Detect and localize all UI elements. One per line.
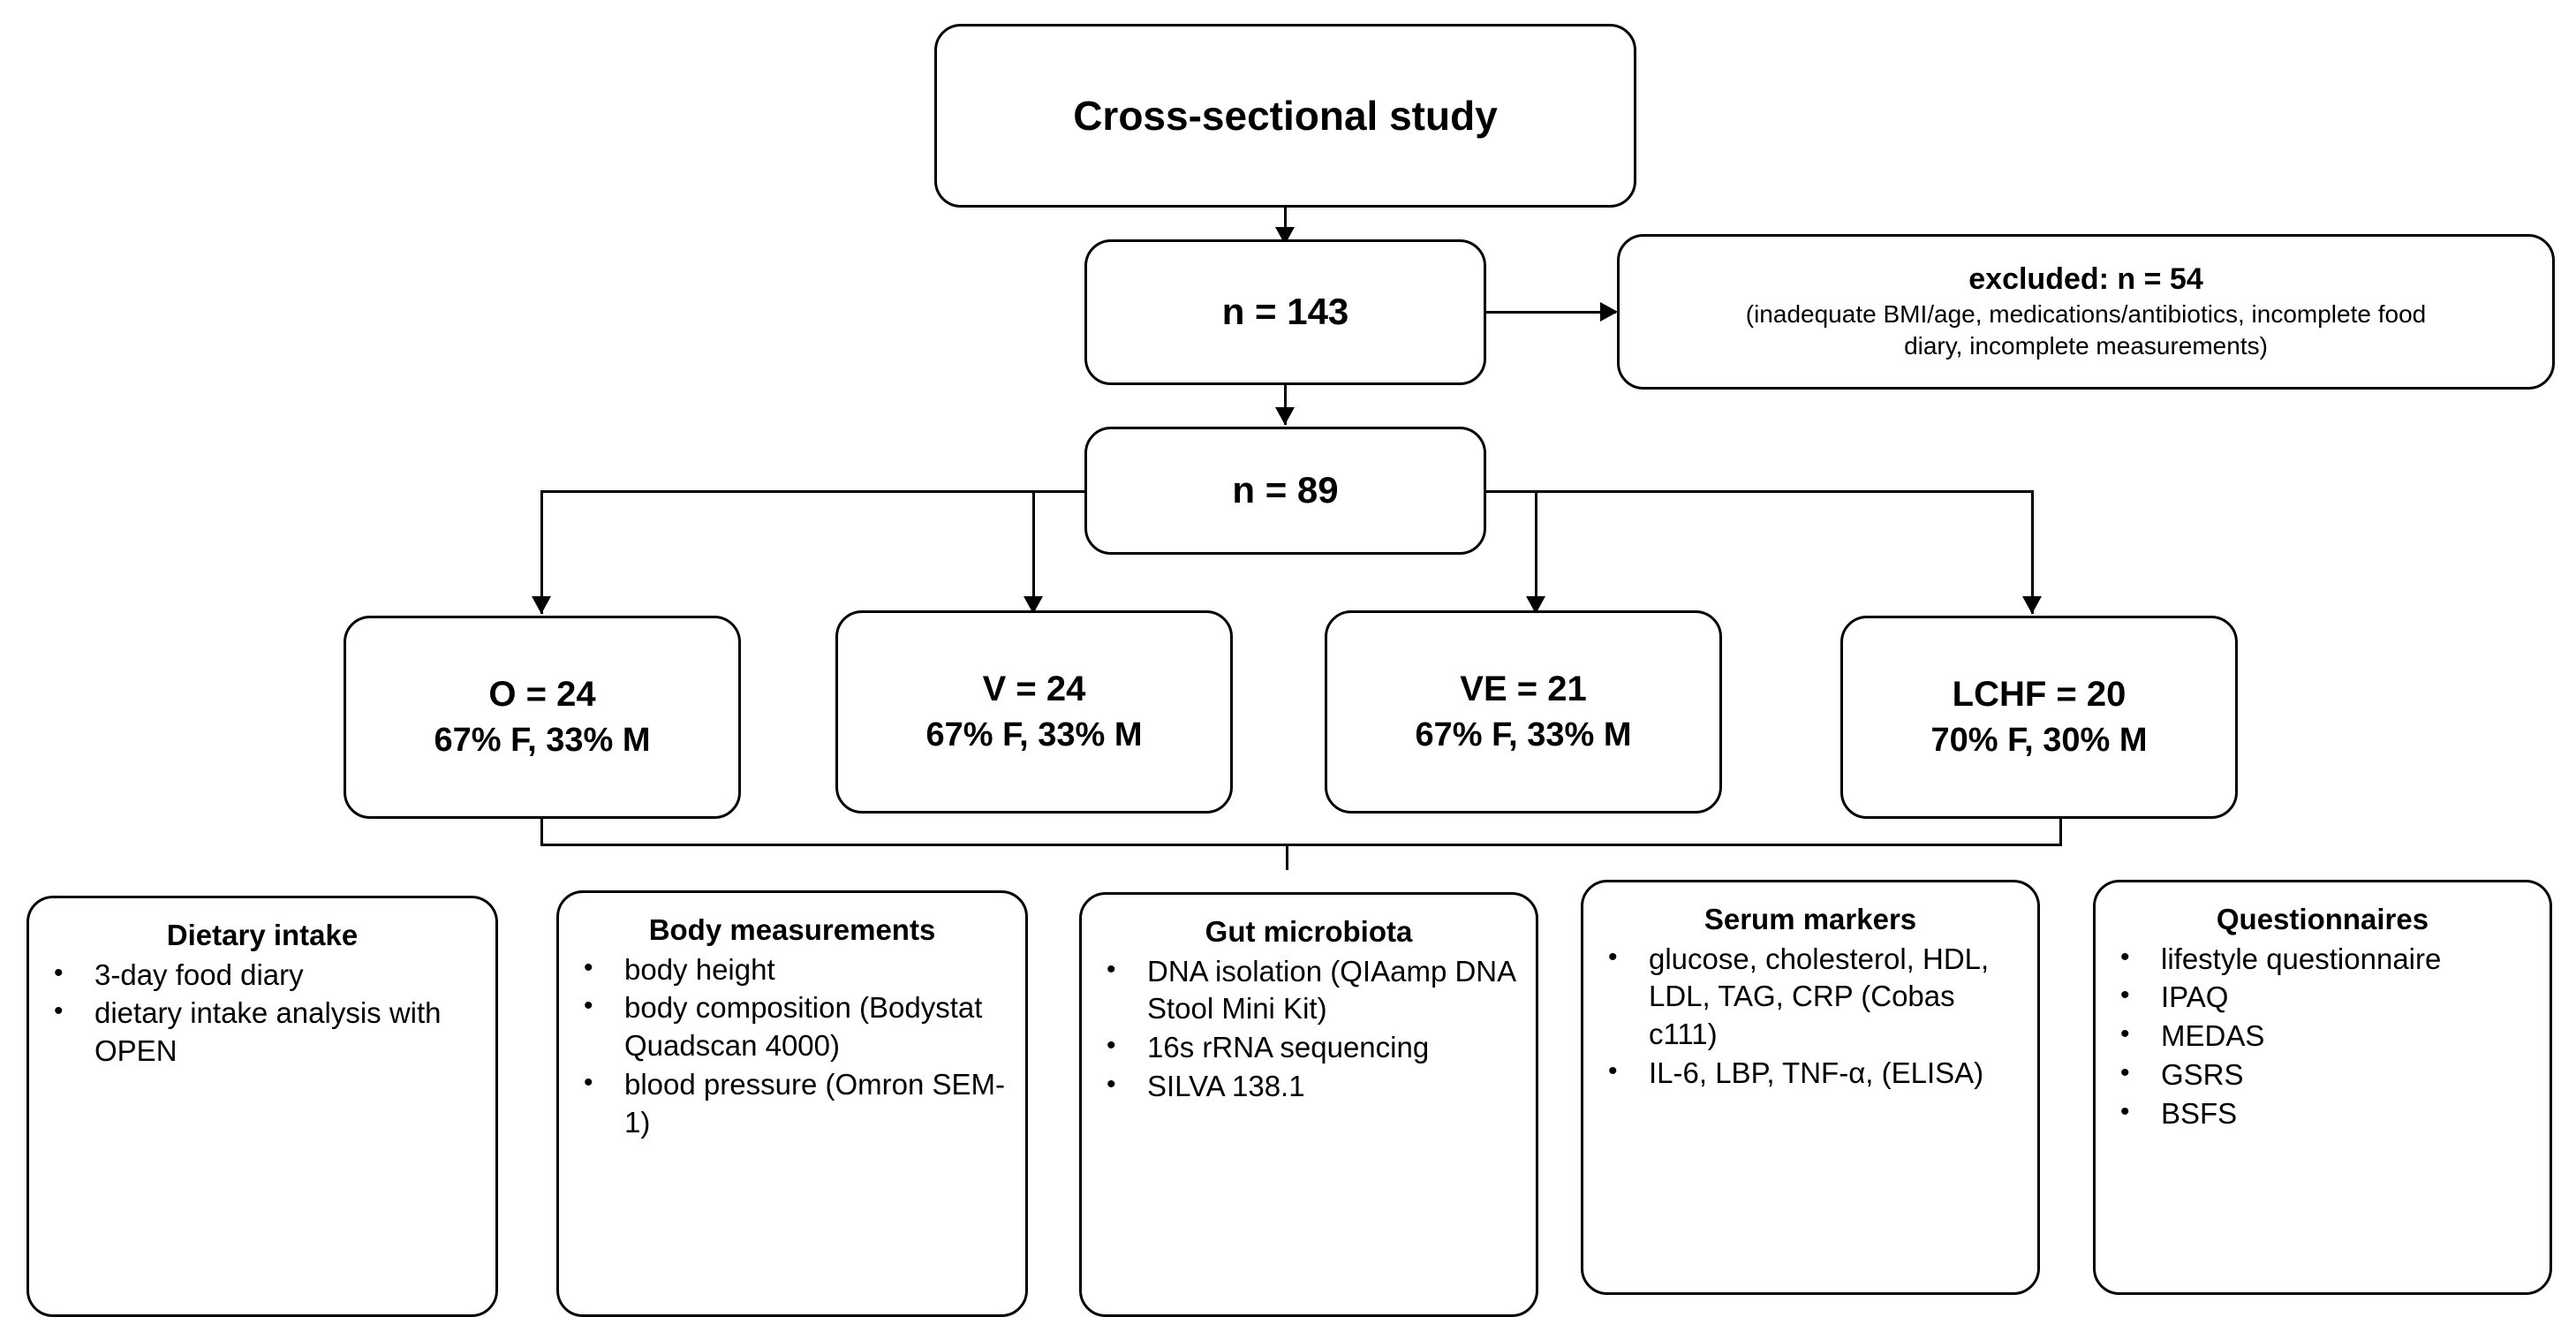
list-item: glucose, cholesterol, HDL, LDL, TAG, CRP… xyxy=(1603,940,2025,1055)
list-item: IPAQ xyxy=(2115,978,2537,1017)
node-excluded-detail-line1: (inadequate BMI/age, medications/antibio… xyxy=(1745,299,2427,328)
edge-bracket-center-drop xyxy=(1286,844,1288,870)
panel-questionnaires: Questionnaires lifestyle questionnaire I… xyxy=(2093,880,2552,1295)
panel-questionnaires-list: lifestyle questionnaire IPAQ MEDAS GSRS … xyxy=(2096,940,2550,1134)
edge-enrolled-to-excluded xyxy=(1486,311,1616,314)
group-box-o-name: O = 24 xyxy=(488,675,596,715)
list-item: SILVA 138.1 xyxy=(1101,1067,1523,1106)
panel-serum-markers-heading: Serum markers xyxy=(1703,903,1917,935)
list-item: blood pressure (Omron SEM-1) xyxy=(578,1065,1013,1142)
group-box-ve-name: VE = 21 xyxy=(1460,670,1587,709)
edge-fanout-right-horizontal xyxy=(1484,490,2034,493)
group-box-o-sex-split: 67% F, 33% M xyxy=(434,722,651,760)
group-box-lchf-name: LCHF = 20 xyxy=(1952,675,2127,715)
list-item: dietary intake analysis with OPEN xyxy=(49,994,483,1071)
group-box-v: V = 24 67% F, 33% M xyxy=(835,610,1233,814)
list-item: GSRS xyxy=(2115,1056,2537,1094)
list-item: IL-6, LBP, TNF-α, (ELISA) xyxy=(1603,1054,2025,1093)
node-enrolled-143-label: n = 143 xyxy=(1221,291,1349,333)
node-excluded-detail-line2: diary, incomplete measurements) xyxy=(1904,332,2268,360)
group-box-ve-sex-split: 67% F, 33% M xyxy=(1415,716,1632,754)
node-included-89: n = 89 xyxy=(1084,427,1486,555)
edge-fanout-to-group-o xyxy=(540,490,543,614)
arrowhead-enrolled-to-excluded xyxy=(1600,302,1618,322)
edge-fanout-left-horizontal xyxy=(540,490,1086,493)
edge-bracket-right-stub xyxy=(2059,819,2062,845)
list-item: body height xyxy=(578,950,1013,989)
arrowhead-fanout-to-group-o xyxy=(532,596,551,614)
edge-study-to-enrolled xyxy=(1284,208,1287,246)
group-box-v-sex-split: 67% F, 33% M xyxy=(925,716,1143,754)
list-item: DNA isolation (QIAamp DNA Stool Mini Kit… xyxy=(1101,952,1523,1029)
edge-bracket-horizontal xyxy=(540,844,2062,846)
arrowhead-fanout-to-group-v xyxy=(1024,596,1043,614)
group-box-ve: VE = 21 67% F, 33% M xyxy=(1325,610,1722,814)
list-item: body composition (Bodystat Quadscan 4000… xyxy=(578,988,1013,1065)
list-item: BSFS xyxy=(2115,1094,2537,1133)
panel-serum-markers-list: glucose, cholesterol, HDL, LDL, TAG, CRP… xyxy=(1583,940,2037,1094)
panel-body-measurements-heading: Body measurements xyxy=(648,913,936,946)
node-excluded: excluded: n = 54 (inadequate BMI/age, me… xyxy=(1617,234,2555,390)
edge-bracket-left-stub xyxy=(540,819,543,845)
edge-fanout-to-group-lchf xyxy=(2031,490,2034,614)
list-item: 16s rRNA sequencing xyxy=(1101,1028,1523,1067)
list-item: MEDAS xyxy=(2115,1017,2537,1056)
node-cross-sectional-study: Cross-sectional study xyxy=(934,24,1636,208)
panel-questionnaires-heading: Questionnaires xyxy=(2216,903,2429,935)
arrowhead-fanout-to-group-lchf xyxy=(2022,596,2042,614)
panel-gut-microbiota: Gut microbiota DNA isolation (QIAamp DNA… xyxy=(1079,892,1538,1317)
panel-gut-microbiota-heading: Gut microbiota xyxy=(1205,915,1413,948)
node-excluded-heading: excluded: n = 54 xyxy=(1968,262,2203,297)
panel-dietary-intake: Dietary intake 3-day food diary dietary … xyxy=(26,896,498,1317)
group-box-o: O = 24 67% F, 33% M xyxy=(344,616,741,819)
node-included-89-label: n = 89 xyxy=(1232,469,1339,511)
list-item: 3-day food diary xyxy=(49,956,483,995)
group-box-v-name: V = 24 xyxy=(982,670,1086,709)
arrowhead-fanout-to-group-ve xyxy=(1526,596,1545,614)
group-box-lchf-sex-split: 70% F, 30% M xyxy=(1930,722,2148,760)
edge-fanout-to-group-v xyxy=(1032,490,1035,614)
edge-enrolled-to-included xyxy=(1284,385,1287,425)
panel-dietary-intake-list: 3-day food diary dietary intake analysis… xyxy=(29,956,495,1072)
list-item: lifestyle questionnaire xyxy=(2115,940,2537,979)
node-enrolled-143: n = 143 xyxy=(1084,239,1486,385)
arrowhead-enrolled-to-included xyxy=(1275,407,1295,425)
panel-body-measurements-list: body height body composition (Bodystat Q… xyxy=(559,950,1025,1143)
panel-dietary-intake-heading: Dietary intake xyxy=(166,919,359,951)
panel-serum-markers: Serum markers glucose, cholesterol, HDL,… xyxy=(1581,880,2040,1295)
group-box-lchf: LCHF = 20 70% F, 30% M xyxy=(1840,616,2238,819)
node-cross-sectional-study-label: Cross-sectional study xyxy=(1073,92,1498,139)
panel-body-measurements: Body measurements body height body compo… xyxy=(556,890,1028,1317)
panel-gut-microbiota-list: DNA isolation (QIAamp DNA Stool Mini Kit… xyxy=(1082,952,1536,1108)
edge-fanout-to-group-ve xyxy=(1535,490,1537,614)
